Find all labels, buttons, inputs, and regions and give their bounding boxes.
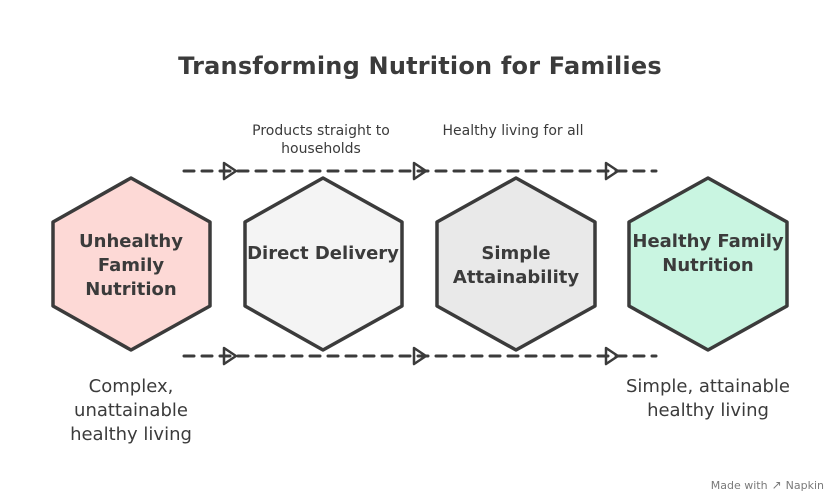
label-complex-unattainable: Complex, unattainable healthy living <box>70 376 192 445</box>
hexagon-direct-delivery <box>243 176 404 352</box>
arrowhead-icon <box>222 346 238 366</box>
made-with-text: Made with <box>710 478 768 492</box>
diagram-title: Transforming Nutrition for Families <box>178 52 662 80</box>
label-simple-attainable: Simple, attainable healthy living <box>625 376 791 421</box>
napkin-logo-icon: ↗ <box>771 478 782 492</box>
bottom-flow-line <box>182 346 658 366</box>
arrowhead-icon <box>412 346 428 366</box>
hexagon-label-unhealthy: Unhealthy Family Nutrition <box>79 231 183 300</box>
hexagon-label-delivery: Direct Delivery <box>247 243 399 264</box>
top-flow-line <box>182 161 658 181</box>
arrowhead-icon <box>604 161 620 181</box>
label-healthy-living-for-all: Healthy living for all <box>442 123 584 139</box>
napkin-brand-text: Napkin <box>785 478 824 492</box>
label-products-to-households: Products straight to households <box>252 123 390 157</box>
napkin-watermark: Made with ↗ Napkin <box>711 478 824 492</box>
hexagon-label-healthy: Healthy Family Nutrition <box>632 231 784 276</box>
hexagon-unhealthy-nutrition <box>51 176 212 352</box>
arrowhead-icon <box>604 346 620 366</box>
arrowhead-icon <box>412 161 428 181</box>
hexagon-healthy-nutrition <box>627 176 789 352</box>
arrowhead-icon <box>222 161 238 181</box>
hexagon-label-attainability: Simple Attainability <box>452 243 580 288</box>
hexagon-simple-attainability <box>435 176 597 352</box>
